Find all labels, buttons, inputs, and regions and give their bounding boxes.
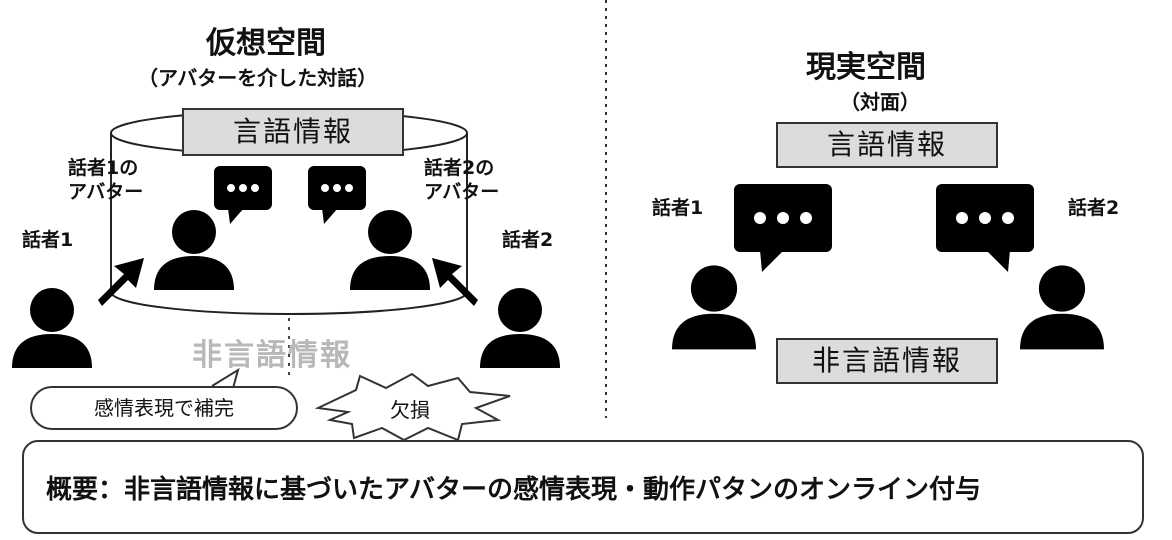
speech-bubble-icon bbox=[214, 166, 272, 224]
speaker2-avatar-label-line2: アバター bbox=[424, 181, 500, 203]
speech-bubble-icon bbox=[936, 184, 1034, 272]
speaker1-avatar-label-line1: 話者1の bbox=[68, 157, 139, 179]
speaker2-avatar-label: 話者2の アバター bbox=[424, 156, 499, 204]
real-subtitle: （対面） bbox=[840, 90, 920, 114]
speaker2-avatar-label-line1: 話者2の bbox=[424, 157, 495, 179]
virtual-subtitle: （アバターを介した対話） bbox=[138, 66, 378, 90]
speaker1-icon bbox=[672, 265, 756, 350]
real-nonverbal-info-box: 非言語情報 bbox=[776, 338, 998, 384]
arrow-icon bbox=[98, 258, 144, 306]
speaker2-icon bbox=[1020, 265, 1104, 350]
virtual-speaker1-label: 話者1 bbox=[22, 229, 74, 251]
speaker2-icon bbox=[480, 288, 560, 368]
speaker1-icon bbox=[12, 288, 92, 368]
complement-callout: 感情表現で補完 bbox=[30, 386, 298, 430]
loss-starburst bbox=[314, 372, 511, 442]
arrow-icon bbox=[432, 258, 478, 306]
virtual-speaker2-label: 話者2 bbox=[502, 229, 554, 251]
avatar1-icon bbox=[154, 210, 234, 290]
virtual-nonverbal-info: 非言語情報 bbox=[192, 338, 352, 373]
real-title: 現実空間 bbox=[806, 50, 926, 85]
virtual-verbal-info-box: 言語情報 bbox=[182, 108, 404, 156]
speech-bubble-icon bbox=[734, 184, 832, 272]
real-speaker1-label: 話者1 bbox=[652, 197, 704, 219]
real-verbal-info-box: 言語情報 bbox=[776, 122, 998, 168]
loss-label: 欠損 bbox=[390, 398, 430, 422]
summary-text: 概要：非言語情報に基づいたアバターの感情表現・動作パタンのオンライン付与 bbox=[46, 474, 981, 505]
avatar2-icon bbox=[350, 210, 430, 290]
real-speaker2-label: 話者2 bbox=[1068, 197, 1120, 219]
speaker1-avatar-label-line2: アバター bbox=[68, 181, 144, 203]
summary-box: 概要：非言語情報に基づいたアバターの感情表現・動作パタンのオンライン付与 bbox=[22, 440, 1144, 534]
speaker1-avatar-label: 話者1の アバター bbox=[68, 156, 143, 204]
virtual-title: 仮想空間 bbox=[206, 26, 326, 61]
speech-bubble-icon bbox=[308, 166, 366, 224]
